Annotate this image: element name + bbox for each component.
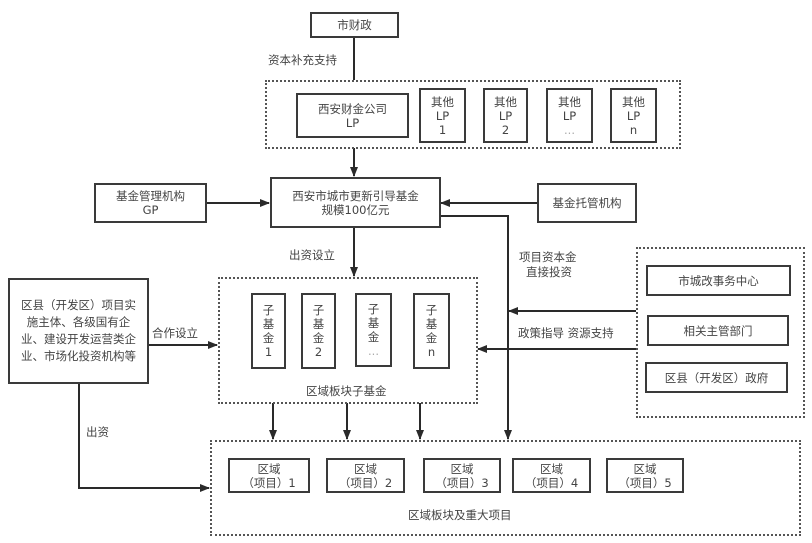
node-project-3-line1: 区域 — [450, 461, 474, 476]
node-gov-departments-label: 相关主管部门 — [683, 323, 753, 338]
node-gov-district-label: 区县（开发区）政府 — [664, 370, 769, 385]
node-other-lp-n-line3: n — [629, 122, 638, 137]
node-other-lp-ellipsis-line2: LP — [562, 108, 577, 123]
node-project-5-line2: （项目）5 — [618, 475, 672, 490]
node-sub-fund-n-c1: 子 — [425, 303, 438, 317]
edge-label-project-capital: 项目资本金 直接投资 — [519, 250, 577, 280]
node-project-2-line1: 区域 — [354, 461, 377, 476]
node-xian-finance-lp: 西安财金公司 LP — [296, 93, 409, 138]
node-gp: 基金管理机构 GP — [94, 183, 207, 223]
node-xian-finance-lp-line1: 西安财金公司 — [318, 101, 387, 116]
node-custodian: 基金托管机构 — [537, 183, 637, 223]
node-city-finance: 市财政 — [310, 12, 399, 38]
sub-fund-group — [218, 277, 478, 404]
node-other-lp-1-line3: 1 — [438, 122, 447, 137]
lp-group — [265, 80, 681, 149]
node-sub-fund-1-c3: 金 — [262, 331, 275, 345]
node-other-lp-2-line2: LP — [498, 108, 513, 123]
sub-fund-group-label: 区域板块子基金 — [306, 384, 387, 398]
edge-label-project-capital-line1: 项目资本金 — [519, 250, 577, 264]
node-main-fund: 西安市城市更新引导基金 规模100亿元 — [270, 177, 441, 228]
node-project-1-line1: 区域 — [257, 461, 281, 476]
node-district-entities-label: 区县（开发区）项目实施主体、各级国有企业、建设开发运营类企业、市场化投资机构等 — [21, 298, 136, 363]
node-sub-fund-ellipsis: 子 基 金 ... — [355, 293, 392, 367]
node-other-lp-ellipsis-line3: ... — [564, 122, 575, 137]
node-gp-line1: 基金管理机构 — [116, 189, 185, 203]
node-sub-fund-ellipsis-c2: 基 — [367, 316, 380, 330]
node-sub-fund-ellipsis-c1: 子 — [367, 302, 380, 316]
node-project-4: 区域 （项目）4 — [512, 458, 591, 493]
node-other-lp-ellipsis: 其他 LP ... — [546, 88, 593, 143]
edge-label-project-capital-line2: 直接投资 — [526, 265, 572, 279]
edge-label-invest: 出资 — [86, 425, 109, 439]
node-other-lp-ellipsis-line1: 其他 — [558, 94, 581, 109]
project-group — [210, 440, 801, 536]
node-project-4-line1: 区域 — [540, 461, 563, 476]
node-sub-fund-2-c2: 基 — [312, 317, 325, 331]
node-xian-finance-lp-line2: LP — [345, 115, 360, 130]
node-sub-fund-1: 子 基 金 1 — [251, 293, 286, 369]
node-sub-fund-n: 子 基 金 n — [413, 293, 450, 369]
node-project-4-line2: （项目）4 — [524, 475, 579, 490]
node-main-fund-line2: 规模100亿元 — [321, 202, 390, 217]
node-sub-fund-n-c2: 基 — [425, 317, 438, 331]
node-other-lp-n-line2: LP — [626, 108, 641, 123]
node-project-5: 区域 （项目）5 — [606, 458, 684, 493]
node-other-lp-n-line1: 其他 — [622, 94, 645, 109]
node-project-3-line2: （项目）3 — [435, 475, 489, 490]
node-project-1: 区域 （项目）1 — [228, 458, 310, 493]
edge-label-policy-support: 政策指导 资源支持 — [518, 326, 614, 340]
edge-main-fund-direct-investment — [440, 215, 512, 440]
edge-label-cooperate-establish: 合作设立 — [152, 326, 198, 340]
node-sub-fund-2-c1: 子 — [312, 303, 325, 317]
node-sub-fund-2-c3: 金 — [312, 331, 325, 345]
node-gov-district: 区县（开发区）政府 — [645, 362, 788, 393]
node-project-2: 区域 （项目）2 — [326, 458, 405, 493]
node-sub-fund-1-c4: 1 — [264, 345, 273, 359]
node-sub-fund-2: 子 基 金 2 — [301, 293, 336, 369]
node-gov-departments: 相关主管部门 — [647, 315, 789, 346]
node-other-lp-2: 其他 LP 2 — [483, 88, 528, 143]
node-sub-fund-1-c2: 基 — [262, 317, 275, 331]
node-project-5-line1: 区域 — [633, 461, 657, 476]
node-gov-urban-renewal-center: 市城改事务中心 — [646, 265, 791, 296]
node-project-2-line2: （项目）2 — [338, 475, 393, 490]
node-project-1-line2: （项目）1 — [242, 475, 296, 490]
node-sub-fund-1-c1: 子 — [262, 303, 275, 317]
node-project-3: 区域 （项目）3 — [423, 458, 501, 493]
node-other-lp-2-line1: 其他 — [494, 94, 517, 109]
node-other-lp-2-line3: 2 — [501, 122, 510, 137]
node-gov-urban-renewal-center-label: 市城改事务中心 — [678, 273, 759, 288]
node-sub-fund-ellipsis-c3: 金 — [367, 330, 380, 344]
node-other-lp-n: 其他 LP n — [610, 88, 657, 143]
node-district-entities: 区县（开发区）项目实施主体、各级国有企业、建设开发运营类企业、市场化投资机构等 — [8, 278, 149, 384]
node-city-finance-label: 市财政 — [337, 18, 372, 32]
node-sub-fund-n-c3: 金 — [425, 331, 438, 345]
node-sub-fund-n-c4: n — [427, 345, 436, 359]
node-other-lp-1-line2: LP — [435, 108, 450, 123]
gov-group — [636, 247, 805, 418]
node-sub-fund-2-c4: 2 — [314, 345, 323, 359]
node-gp-line2: GP — [142, 203, 159, 217]
node-other-lp-1-line1: 其他 — [431, 94, 454, 109]
project-group-label: 区域板块及重大项目 — [408, 508, 512, 522]
node-other-lp-1: 其他 LP 1 — [419, 88, 466, 143]
edge-entities-invest-to-projects — [78, 383, 210, 492]
edge-label-capital-support: 资本补充支持 — [268, 53, 337, 67]
node-main-fund-line1: 西安市城市更新引导基金 — [292, 188, 419, 203]
node-custodian-label: 基金托管机构 — [552, 196, 622, 210]
edge-label-invest-establish: 出资设立 — [289, 248, 335, 262]
node-sub-fund-ellipsis-c4: ... — [368, 344, 379, 358]
